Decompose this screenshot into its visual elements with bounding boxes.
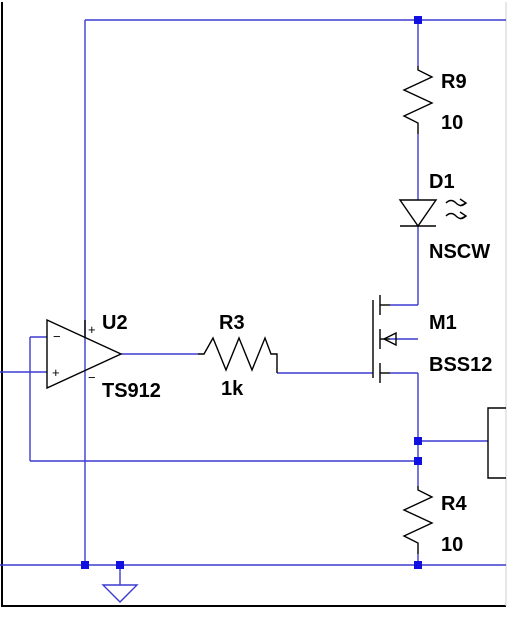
r3-ref-label: R3 xyxy=(219,312,245,334)
u2-supply-plus-label: + xyxy=(88,322,96,337)
junction-dot xyxy=(414,16,422,24)
ground-icon xyxy=(101,584,139,603)
r9-ref-label: R9 xyxy=(441,71,467,93)
junction-dot xyxy=(414,437,422,445)
led-d1-symbol xyxy=(398,198,468,228)
r3-value-label: 1k xyxy=(221,378,244,400)
junction-dot xyxy=(414,457,422,465)
junction-dot xyxy=(81,561,89,569)
m1-ref-label: M1 xyxy=(429,312,457,334)
u2-ref-label: U2 xyxy=(102,312,128,334)
partial-component-box xyxy=(487,407,506,479)
wires xyxy=(0,19,506,585)
m1-value-label: BSS12 xyxy=(429,354,492,376)
u2-noninverting-input-sign: + xyxy=(52,365,60,380)
u2-value-label: TS912 xyxy=(102,380,161,402)
opamp-u2-symbol xyxy=(46,318,123,390)
junction-dot xyxy=(414,561,422,569)
resistor-r3-symbol xyxy=(198,336,278,373)
junctions xyxy=(81,16,422,569)
d1-value-label: NSCW xyxy=(429,241,490,263)
resistor-r4-symbol xyxy=(402,486,434,554)
mosfet-m1-symbol xyxy=(372,295,397,383)
r4-value-label: 10 xyxy=(441,534,463,556)
u2-inverting-input-sign: − xyxy=(53,329,61,344)
r9-value-label: 10 xyxy=(441,112,463,134)
junction-dot xyxy=(116,561,124,569)
frame-border xyxy=(1,2,506,607)
resistor-r9-symbol xyxy=(402,66,434,134)
u2-supply-minus-label: − xyxy=(88,370,96,385)
r4-ref-label: R4 xyxy=(441,493,467,515)
d1-ref-label: D1 xyxy=(429,171,455,193)
